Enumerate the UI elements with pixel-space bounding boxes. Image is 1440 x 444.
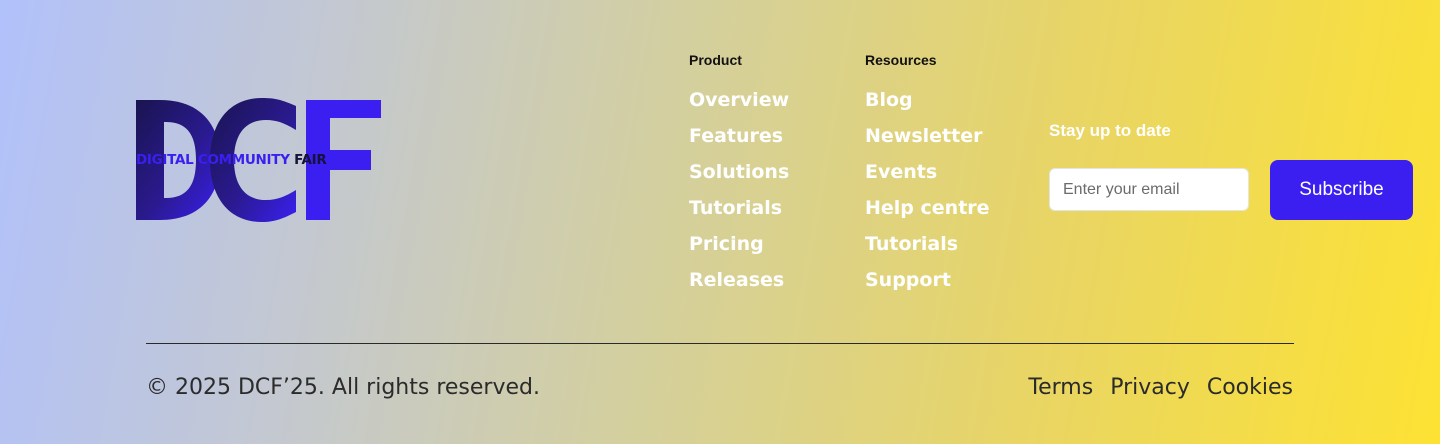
link-support[interactable]: Support bbox=[865, 269, 951, 291]
footer-divider bbox=[146, 343, 1294, 344]
link-tutorials[interactable]: Tutorials bbox=[689, 197, 783, 219]
link-blog[interactable]: Blog bbox=[865, 89, 913, 111]
link-features[interactable]: Features bbox=[689, 125, 784, 147]
legal-links: Terms Privacy Cookies bbox=[1028, 374, 1293, 402]
terms-link[interactable]: Terms bbox=[1028, 375, 1094, 400]
email-input[interactable] bbox=[1049, 168, 1249, 211]
link-overview[interactable]: Overview bbox=[689, 89, 790, 111]
link-help-centre[interactable]: Help centre bbox=[865, 197, 990, 219]
link-newsletter[interactable]: Newsletter bbox=[865, 125, 983, 147]
logo-tagline-accent: FAIR bbox=[294, 152, 327, 168]
link-releases[interactable]: Releases bbox=[689, 269, 785, 291]
link-solutions[interactable]: Solutions bbox=[689, 161, 790, 183]
product-links: Product Overview Features Solutions Tuto… bbox=[689, 52, 789, 304]
resources-links: Resources Blog Newsletter Events Help ce… bbox=[865, 52, 990, 304]
privacy-link[interactable]: Privacy bbox=[1110, 375, 1190, 400]
link-events[interactable]: Events bbox=[865, 161, 938, 183]
logo-tagline: DIGITAL COMMUNITY FAIR bbox=[136, 152, 327, 168]
copyright-text: © 2025 DCF’25. All rights reserved. bbox=[146, 375, 540, 400]
link-resources-tutorials[interactable]: Tutorials bbox=[865, 233, 959, 255]
logo-tagline-main: DIGITAL COMMUNITY bbox=[136, 152, 290, 168]
product-heading: Product bbox=[689, 52, 742, 68]
resources-heading: Resources bbox=[865, 52, 937, 68]
cookies-link[interactable]: Cookies bbox=[1206, 375, 1293, 400]
dcf-logo[interactable]: DIGITAL COMMUNITY FAIR bbox=[136, 98, 386, 222]
dcf-logo-graphic bbox=[136, 98, 381, 222]
link-pricing[interactable]: Pricing bbox=[689, 233, 764, 255]
subscribe-button[interactable]: Subscribe bbox=[1270, 160, 1413, 220]
newsletter-heading: Stay up to date bbox=[1049, 121, 1171, 140]
